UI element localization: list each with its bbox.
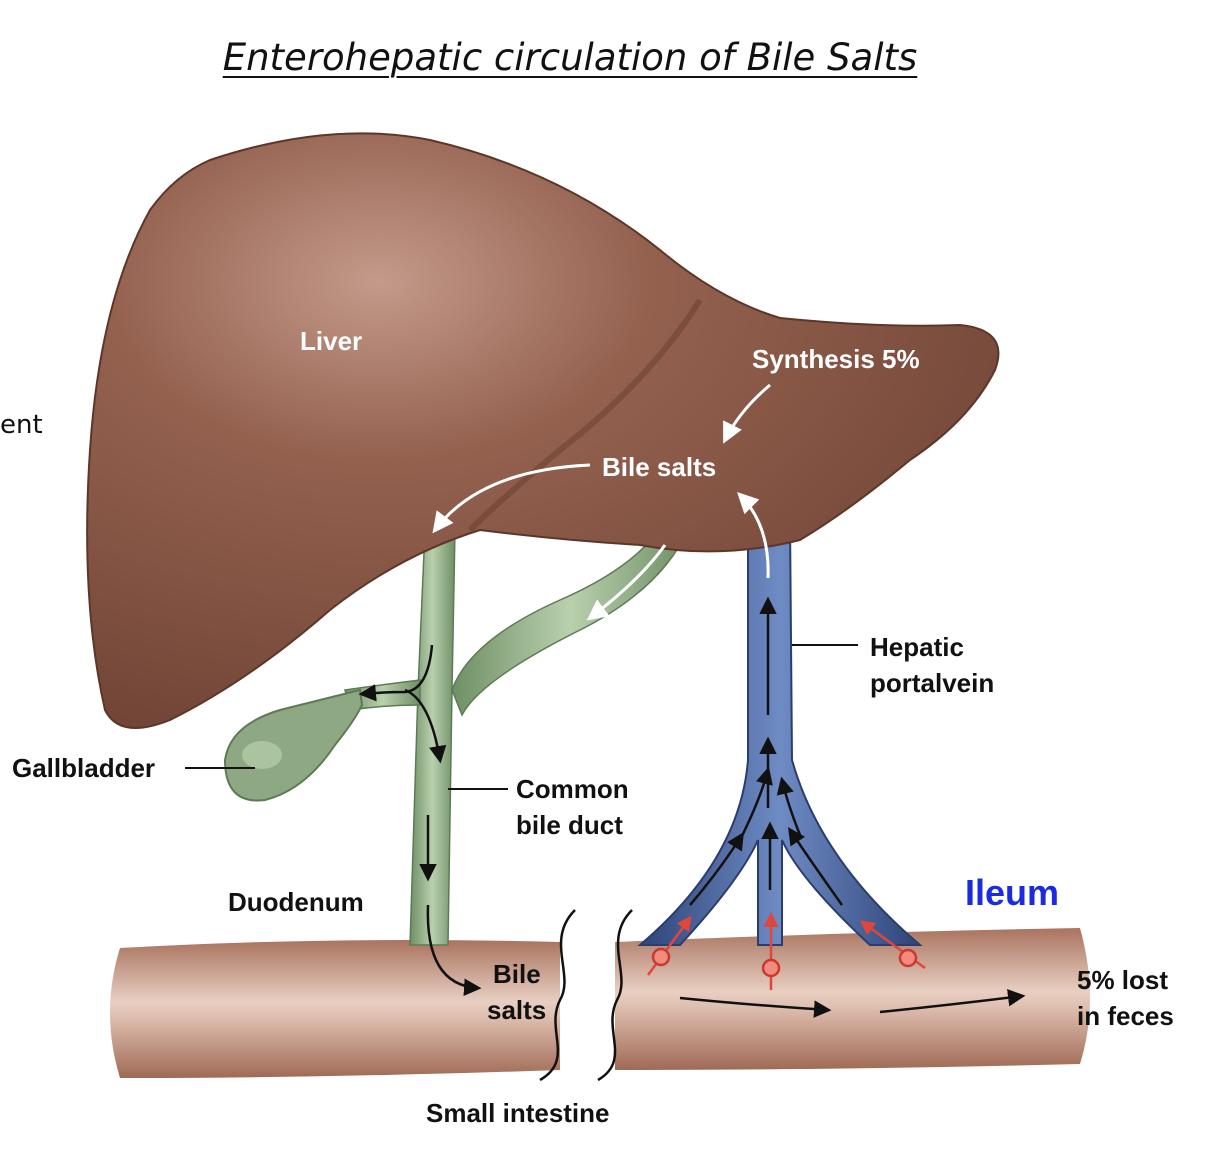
liver-label: Liver <box>300 326 362 356</box>
absorption-arrows <box>646 912 926 990</box>
duodenum-label: Duodenum <box>228 887 364 917</box>
intestine-break-right <box>597 909 633 1082</box>
lost-in-feces-line2: in feces <box>1077 1001 1174 1031</box>
ileum-label: Ileum <box>965 872 1059 913</box>
leader-lines <box>185 644 858 790</box>
bile-salts-liver-label: Bile salts <box>602 452 716 482</box>
bile-salts-intestine-line1: Bile <box>493 959 541 989</box>
lost-in-feces-line1: 5% lost <box>1077 965 1168 995</box>
bile-salts-intestine-line2: salts <box>487 995 546 1025</box>
bile-flow-arrows <box>358 644 482 996</box>
common-bile-duct-line1: Common <box>516 774 629 804</box>
intestine-break-left <box>539 909 576 1082</box>
liver-flow-arrows <box>432 383 771 621</box>
gallbladder-organ <box>223 688 364 802</box>
hepatic-label-line1: Hepatic <box>870 632 964 662</box>
intestine-flow-arrows <box>679 989 1026 1018</box>
cropped-side-text: ent <box>0 410 43 440</box>
liver-organ <box>86 132 1000 729</box>
hepatic-portal-vein <box>637 519 923 946</box>
diagram-title: Enterohepatic circulation of Bile Salts <box>222 36 918 79</box>
synthesis-label: Synthesis 5% <box>752 344 920 374</box>
hepatic-label-line2: portalvein <box>870 668 994 698</box>
small-intestine-label: Small intestine <box>426 1098 610 1128</box>
small-intestine <box>110 909 1090 1082</box>
common-bile-duct-line2: bile duct <box>516 810 623 840</box>
portal-flow-arrows <box>689 596 844 906</box>
bile-ducts <box>344 519 690 946</box>
gallbladder-label: Gallbladder <box>12 753 155 783</box>
